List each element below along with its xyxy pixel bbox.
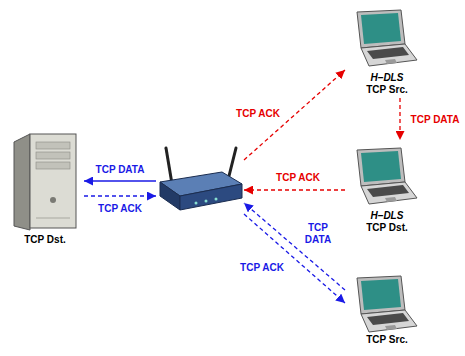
flow-arrow: [244, 189, 345, 190]
laptop-icon: [357, 10, 417, 66]
flow-arrow: [244, 214, 345, 303]
laptop-node: H–DLSTCP Src.: [345, 2, 429, 98]
flow-arrow: [84, 180, 156, 181]
edge-label: TCP DATA: [301, 222, 335, 246]
laptop-node: H–DLSTCP Dst.: [345, 140, 429, 236]
device-label: TCP Dst.: [366, 222, 408, 234]
flow-arrow: [399, 98, 400, 140]
server-icon: [14, 134, 76, 230]
edge-label: TCP ACK: [98, 203, 142, 215]
router-node: [156, 142, 244, 216]
server-node: TCP Dst.: [6, 128, 84, 248]
device-label: TCP Dst.: [24, 234, 66, 246]
laptop-node: TCP Src.: [345, 272, 429, 348]
device-label: TCP Src.: [366, 84, 408, 96]
edge-label: TCP DATA: [96, 164, 145, 176]
device-label: TCP Src.: [366, 334, 408, 346]
edge-label: TCP DATA: [411, 114, 460, 126]
device-label: H–DLS: [371, 72, 404, 84]
edge-label: TCP ACK: [236, 108, 280, 120]
device-label: H–DLS: [371, 210, 404, 222]
router-icon: [160, 148, 242, 210]
flow-arrow: [84, 195, 156, 196]
edge-label: TCP ACK: [276, 172, 320, 184]
flow-arrow: [244, 203, 345, 290]
laptop-icon: [357, 276, 417, 332]
laptop-icon: [357, 148, 417, 204]
edge-label: TCP ACK: [240, 262, 284, 274]
